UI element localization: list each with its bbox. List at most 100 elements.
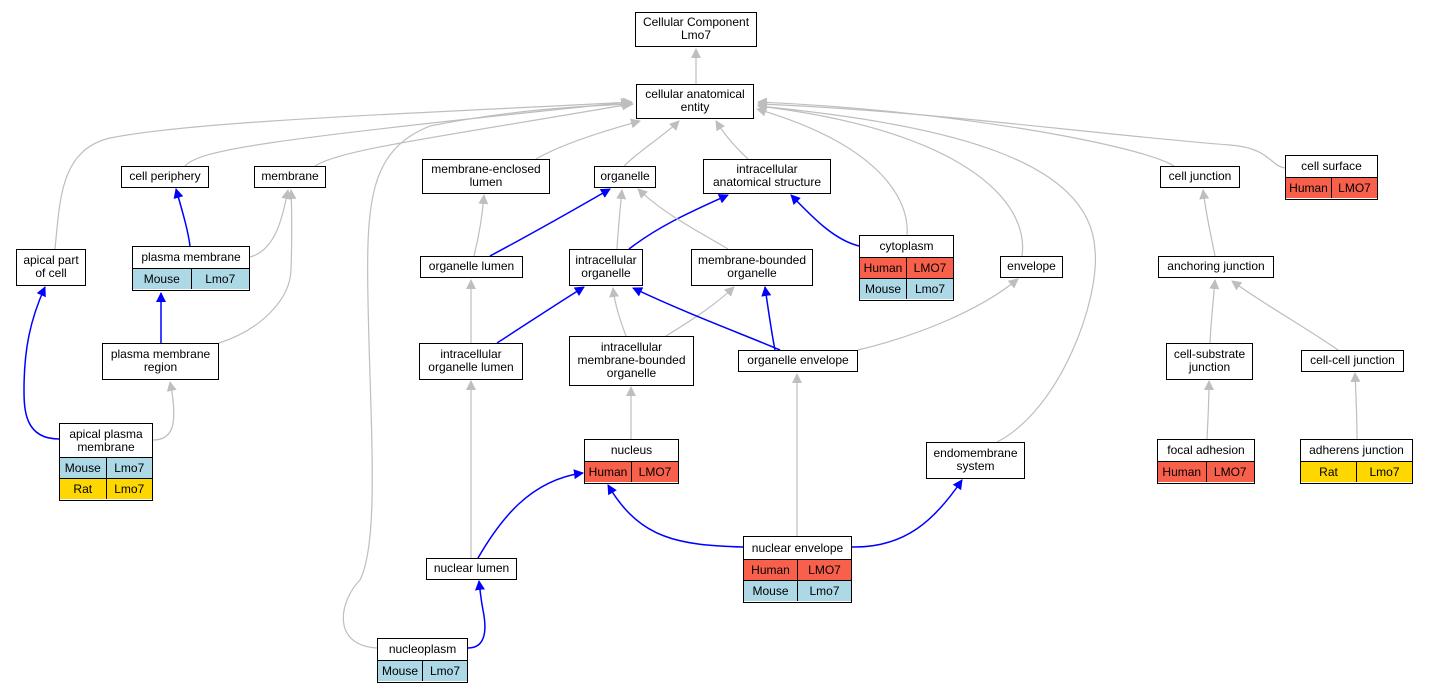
species-cell: Mouse [143,272,180,286]
annotation-row: Mouse Lmo7 [744,580,851,601]
species-cell: Human [1289,181,1328,195]
node-label: cytoplasm [879,239,934,253]
species-cell: Mouse [381,664,419,678]
node-label: nuclear envelope [751,540,844,555]
edge-cell_surface-to-cae [757,99,1286,169]
species-cell: Human [751,563,790,577]
edge-cytoplasm-to-intra_anat [790,194,860,247]
species-cell: Rat [1319,465,1338,479]
edge-plasma_membrane-to-membrane [249,189,292,258]
edge-adherens-to-cell_cell [1350,372,1361,440]
gene-cell: Lmo7 [422,661,467,681]
gene-cell: LMO7 [906,258,953,278]
species-cell: Mouse [752,584,789,598]
node-label: apical part of cell [23,253,79,280]
edge-focal_adhesion-to-cell_substrate [1203,380,1214,440]
node-label: apical plasma membrane [69,426,143,454]
edge-intra_mb_org-to-mem_bounded_org [665,286,735,337]
node-cell-substrate[interactable]: cell-substrate junction [1166,343,1253,380]
node-label: organelle envelope [747,353,849,367]
edge-org_envelope-to-mem_bounded_org [761,286,776,351]
node-mem-bounded-org[interactable]: membrane-bounded organelle [691,249,813,286]
node-pm-region[interactable]: plasma membrane region [102,343,219,380]
node-cell-periphery[interactable]: cell periphery [121,166,209,188]
node-label: intracellular anatomical structure [712,162,822,189]
node-label: intracellular organelle [575,253,637,280]
node-envelope[interactable]: envelope [1000,256,1063,278]
node-label: adherens junction [1309,443,1404,457]
edge-apical_pm-to-pm_region [152,381,177,441]
annotation-row: Rat Lmo7 [60,478,152,499]
annotation-row: Mouse Lmo7 [133,268,249,289]
species-cell: Rat [73,482,93,496]
edge-apical_part-to-cae [54,97,633,250]
node-label: anchoring junction [1167,259,1265,273]
node-label: cell-cell junction [1310,353,1395,367]
node-nuclear-lumen[interactable]: nuclear lumen [426,558,517,580]
node-label: organelle lumen [428,259,515,273]
gene-cell: Lmo7 [797,581,851,601]
gene-cell: Lmo7 [190,269,250,289]
node-label: nucleus [610,443,653,457]
edge-pm_region-to-membrane [218,189,297,344]
node-org-envelope[interactable]: organelle envelope [738,350,858,372]
gene-cell: Lmo7 [105,479,153,499]
node-label: cell surface [1301,159,1362,173]
species-cell: Human [1162,465,1202,479]
node-endomembrane[interactable]: endomembrane system [926,442,1025,479]
node-label: cell-substrate junction [1173,347,1246,374]
edge-intra_mb_org-to-intra_organelle [609,287,627,337]
edge-nucleoplasm-to-nuclear_lumen [467,580,486,649]
node-label: cell junction [1168,169,1232,183]
edge-plasma_membrane-to-cell_periphery [173,188,191,247]
node-intra-organelle[interactable]: intracellular organelle [569,249,643,286]
node-intra-org-lumen[interactable]: intracellular organelle lumen [419,343,523,380]
edge-organelle-to-cae [623,120,680,167]
gene-cell: LMO7 [1331,178,1377,198]
node-label: membrane [261,169,319,183]
node-cell-junction[interactable]: cell junction [1160,166,1240,188]
node-membrane[interactable]: membrane [254,166,326,188]
node-cae[interactable]: cellular anatomical entity [636,84,754,119]
node-label: plasma membrane region [110,347,211,374]
node-intra-mb-org[interactable]: intracellular membrane-bounded organelle [569,336,694,386]
node-organelle[interactable]: organelle [594,166,656,188]
node-root[interactable]: Cellular Component Lmo7 [635,12,757,47]
node-organelle-lumen[interactable]: organelle lumen [420,256,523,278]
node-label: Cellular Component Lmo7 [642,15,750,42]
edge-mem_bounded_org-to-organelle [637,188,729,250]
edge-nucleoplasm-to-cae [342,99,634,649]
node-label: focal adhesion [1167,443,1245,457]
edge-endomembrane-to-cae [757,101,1097,443]
node-apical-part[interactable]: apical part of cell [16,249,86,286]
node-cell-cell[interactable]: cell-cell junction [1301,350,1404,372]
node-anchoring-junction[interactable]: anchoring junction [1158,256,1274,278]
edge-cell_junction-to-cae [757,97,1175,167]
species-cell: Human [588,465,628,479]
species-cell: Mouse [864,282,902,296]
edge-mem_encl_lumen-to-cae [535,118,641,160]
node-mem-encl-lumen[interactable]: membrane-enclosed lumen [422,159,550,194]
node-intra-anat[interactable]: intracellular anatomical structure [703,159,831,194]
edge-layer [23,48,1361,649]
gene-cell: LMO7 [1205,462,1255,482]
edge-intra_anat-to-cae [715,120,749,160]
node-label: intracellular membrane-bounded organelle [577,340,686,380]
